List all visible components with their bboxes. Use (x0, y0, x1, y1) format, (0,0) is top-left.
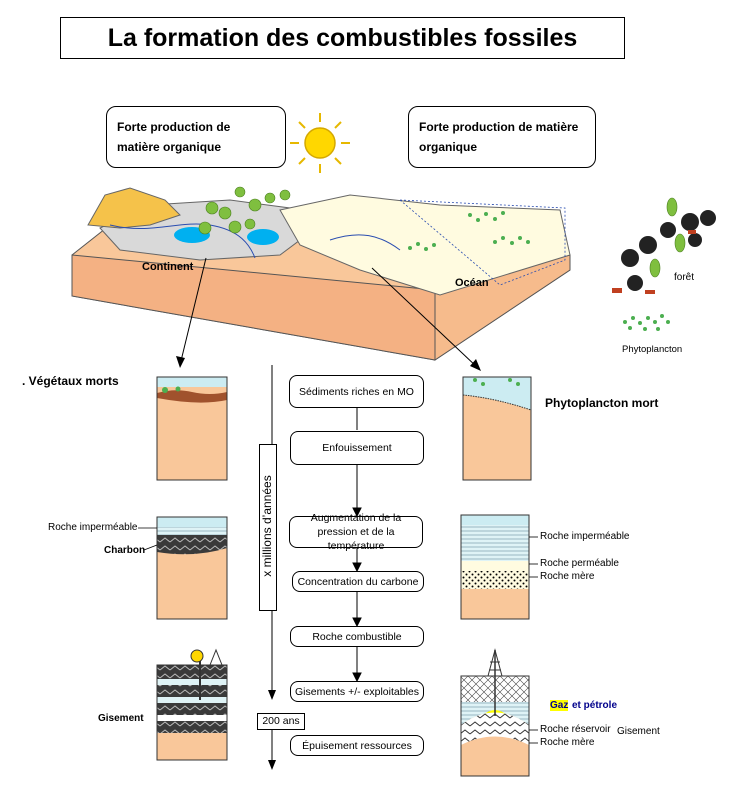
coal-label: Charbon (104, 545, 146, 556)
phyto-label: Phytoplancton (622, 344, 683, 355)
reservoir-label: Roche réservoir (540, 724, 611, 735)
ocean-label: Océan (455, 277, 489, 289)
left-panel-3 (156, 648, 228, 761)
flow-step-2: Enfouissement (290, 431, 424, 465)
continent-label: Continent (142, 261, 194, 273)
years-label: 200 ans (257, 713, 305, 730)
landscape-block (71, 186, 571, 361)
permeable-label: Roche perméable (540, 558, 619, 569)
flow-step-1: Sédiments riches en MO (289, 375, 424, 408)
flow-step-7-text: Épuisement ressources (302, 739, 412, 752)
forest-label: forêt (674, 272, 695, 283)
right-panel-3 (460, 648, 530, 777)
right-panel-2 (460, 514, 530, 620)
millions-box (259, 444, 277, 611)
flow-step-4-text: Concentration du carbone (297, 575, 419, 588)
source-rock-2-label: Roche mère (540, 737, 595, 748)
flow-step-5: Roche combustible (290, 626, 424, 647)
millions-label: x millions d’années (260, 475, 274, 577)
flow-step-6: Gisements +/- exploitables (290, 681, 424, 702)
right-impermeable-label: Roche imperméable (540, 531, 630, 542)
phytoplancton-icon (623, 314, 670, 331)
left-deposit-label: Gisement (98, 713, 144, 724)
flow-step-1-text: Sédiments riches en MO (299, 385, 414, 398)
left-panel-1 (156, 376, 228, 481)
info-box-left-text: Forte production de matière organique (117, 120, 231, 154)
gas-label: Gaz (550, 700, 569, 711)
flow-step-5-text: Roche combustible (312, 630, 402, 643)
flow-step-4: Concentration du carbone (292, 571, 424, 592)
forest-icon (612, 197, 716, 294)
right-deposit-label: Gisement (617, 726, 660, 737)
page-title: La formation des combustibles fossiles (60, 17, 625, 59)
title-text: La formation des combustibles fossiles (107, 23, 578, 52)
info-box-right-text: Forte production de matière organique (419, 120, 579, 154)
left-panel-2 (156, 516, 228, 620)
oil-label: et pétrole (572, 700, 618, 711)
left-impermeable-label: Roche imperméable (48, 522, 138, 533)
sun-icon (290, 113, 350, 173)
flow-step-6-text: Gisements +/- exploitables (294, 685, 420, 698)
dead-plants-label: . Végétaux morts (22, 374, 119, 388)
right-panel-1 (462, 376, 532, 481)
source-rock-label: Roche mère (540, 571, 595, 582)
flow-step-7: Épuisement ressources (290, 735, 424, 756)
flow-step-3-text: Augmentation de la pression et de la tem… (310, 512, 402, 552)
info-box-left: Forte production de matière organique (106, 106, 286, 168)
flow-step-3: Augmentation de la pression et de la tem… (289, 512, 423, 552)
info-box-right: Forte production de matière organique (408, 106, 596, 168)
flow-step-2-text: Enfouissement (322, 442, 392, 454)
dead-phyto-label: Phytoplancton mort (545, 396, 659, 410)
